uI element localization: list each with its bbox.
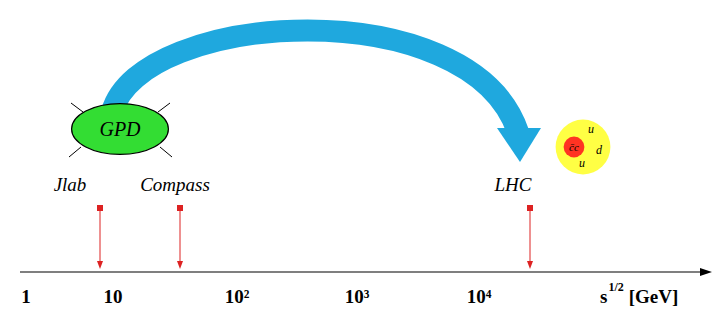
node-text: u xyxy=(588,123,594,136)
node-text: d xyxy=(596,144,602,157)
blob-leg xyxy=(71,103,83,112)
node-text: c̄c xyxy=(569,141,579,153)
marker-arrow-head xyxy=(97,261,103,269)
marker-arrow xyxy=(100,211,101,262)
gpd-ellipse-shape xyxy=(72,104,169,155)
charm-core: c̄c xyxy=(563,136,585,158)
axis-unit: [GeV] xyxy=(629,286,679,308)
axis-tick-label: 10² xyxy=(225,286,250,308)
axis-tick-label: 10 xyxy=(104,286,123,308)
energy-marker xyxy=(177,205,183,211)
proton-circle: uduc̄c xyxy=(555,119,611,175)
facility-label: Jlab xyxy=(54,174,87,196)
facility-label: Compass xyxy=(140,174,210,196)
marker-arrow xyxy=(180,211,181,262)
axis-arrow-head xyxy=(700,268,712,276)
facility-label: LHC xyxy=(495,174,532,196)
energy-marker xyxy=(527,205,533,211)
node-text: u xyxy=(579,157,585,170)
node-text: GPD xyxy=(99,118,140,140)
marker-arrow xyxy=(530,211,531,262)
curved-arrow-band xyxy=(112,31,518,133)
axis-variable: s xyxy=(600,286,607,308)
energy-axis xyxy=(20,271,702,272)
blob-leg xyxy=(158,103,170,112)
curved-arrow-head xyxy=(497,128,541,162)
charm-core-shape xyxy=(564,137,585,158)
marker-arrow-head xyxy=(527,261,533,269)
proton-circle-shape xyxy=(556,120,611,175)
marker-arrow-head xyxy=(177,261,183,269)
blob-leg xyxy=(160,147,172,157)
energy-marker xyxy=(97,205,103,211)
axis-exponent: 1/2 xyxy=(608,280,623,295)
axis-tick-label: 1 xyxy=(21,286,31,308)
gpd-ellipse: GPD xyxy=(71,103,169,155)
axis-tick-label: 10⁴ xyxy=(467,286,492,308)
axis-tick-label: 10³ xyxy=(345,286,370,308)
blob-leg xyxy=(69,147,81,157)
